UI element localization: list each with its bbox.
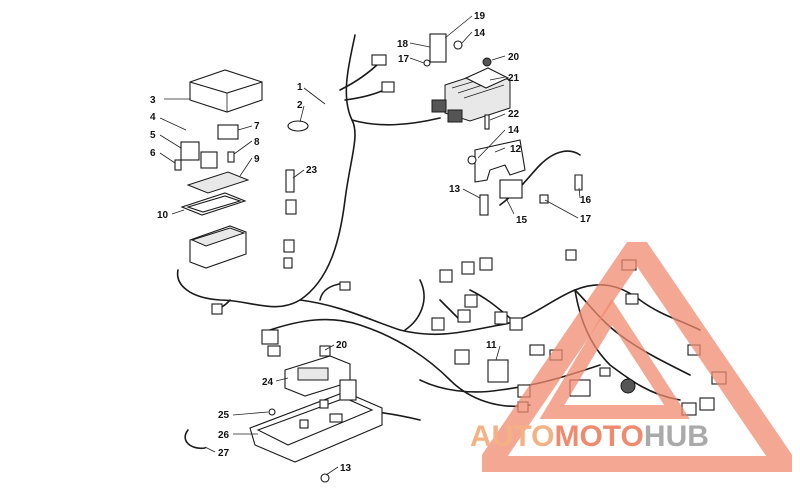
callout-20b: 20 [336, 340, 348, 351]
callout-9: 9 [254, 154, 260, 165]
callout-22: 22 [508, 109, 520, 120]
callout-14b: 14 [508, 125, 520, 136]
callout-27: 27 [218, 448, 230, 459]
fuse-box-assembly [174, 69, 263, 269]
callout-14a: 14 [474, 28, 486, 39]
watermark-triangle-logo [482, 242, 792, 472]
battery-tray [184, 345, 383, 483]
callout-1: 1 [297, 82, 303, 93]
voltage-regulator [423, 33, 511, 130]
callout-19: 19 [474, 11, 486, 22]
watermark-hub: HUB [643, 420, 709, 453]
callout-17a: 17 [398, 54, 410, 65]
callout-5: 5 [150, 130, 156, 141]
callout-17b: 17 [580, 214, 592, 225]
callout-21: 21 [508, 73, 520, 84]
callout-12: 12 [510, 144, 522, 155]
callout-16: 16 [580, 195, 592, 206]
callout-4: 4 [150, 112, 156, 123]
callout-2: 2 [297, 100, 303, 111]
callout-7: 7 [254, 121, 260, 132]
callout-25: 25 [218, 410, 230, 421]
watermark-text: AUTOMOTOHUB [470, 420, 709, 454]
mounting-bracket [467, 139, 583, 216]
callout-13b: 13 [340, 463, 352, 474]
callout-10: 10 [157, 210, 169, 221]
callout-18: 18 [397, 39, 409, 50]
callout-labels: 1 2 3 4 5 6 7 8 9 10 11 12 13 13 14 14 1… [150, 11, 592, 474]
callout-8: 8 [254, 137, 260, 148]
watermark-auto: AUTO [470, 420, 555, 453]
leader-lines [159, 15, 581, 476]
callout-15: 15 [516, 215, 528, 226]
callout-26: 26 [218, 430, 230, 441]
callout-13a: 13 [449, 184, 461, 195]
callout-3: 3 [150, 95, 156, 106]
callout-6: 6 [150, 148, 156, 159]
callout-20a: 20 [508, 52, 520, 63]
callout-11: 11 [486, 340, 497, 351]
callout-24: 24 [262, 377, 274, 388]
watermark-moto: MOTO [554, 420, 644, 453]
callout-23: 23 [306, 165, 318, 176]
